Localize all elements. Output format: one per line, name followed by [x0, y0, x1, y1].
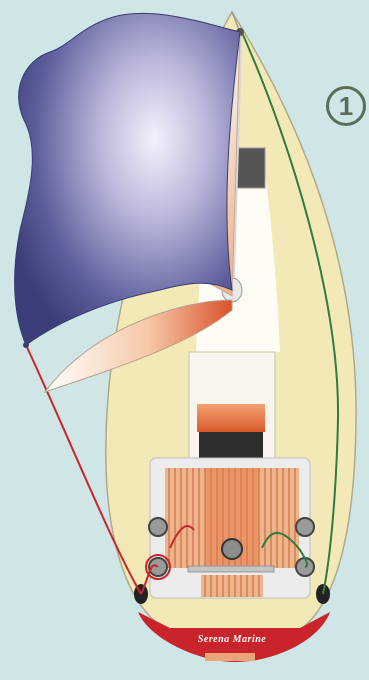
cabin-entrance: [199, 432, 263, 460]
boat-name-label: Serena Marine: [198, 634, 267, 645]
winch-starboard-aft: [296, 518, 314, 536]
sliding-hatch: [197, 404, 265, 432]
traveller: [188, 566, 274, 572]
transom-seat: [201, 575, 263, 597]
spinnaker-clew: [23, 342, 29, 348]
winch-port-aft: [149, 518, 167, 536]
cockpit: [150, 458, 310, 598]
mainsheet-winch: [222, 539, 242, 559]
stern-ladder: [205, 653, 255, 661]
step-number-badge: 1: [326, 86, 366, 126]
forward-hatch: [237, 148, 265, 188]
